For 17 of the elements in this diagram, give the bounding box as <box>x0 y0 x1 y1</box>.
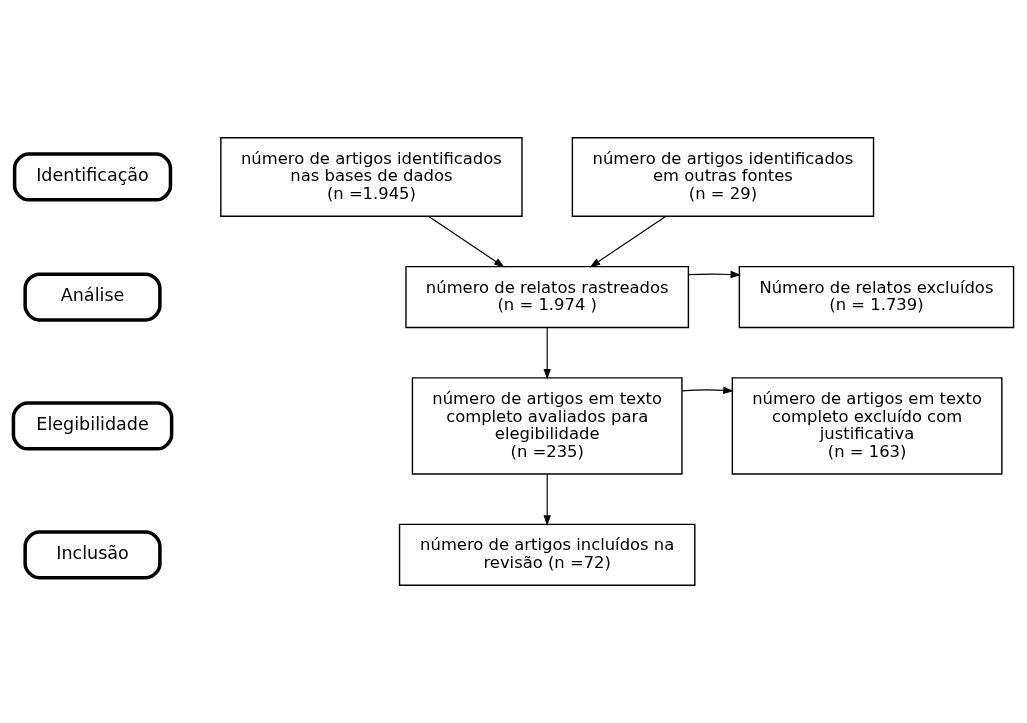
node-box: Inclusão <box>23 530 162 580</box>
arrow <box>688 270 742 279</box>
node-box: número de relatos rastreados (n = 1.974 ) <box>405 265 690 329</box>
node-box: Análise <box>23 272 162 322</box>
node-box: número de artigos em texto completo avaliados para elegibilidade (n =235) <box>411 377 683 475</box>
node-box: número de artigos em texto completo excluído com justificativa (n = 163) <box>731 377 1003 475</box>
node-box: número de artigos identificados nas bases de dados (n =1.945) <box>220 137 523 217</box>
arrow <box>589 215 667 268</box>
arrow <box>543 327 551 380</box>
arrow <box>681 386 734 394</box>
arrow <box>543 473 551 526</box>
node-box: número de artigos incluídos na revisão (n =72) <box>398 523 696 586</box>
node-box: número de artigos identificados em outras fontes (n = 29) <box>571 137 875 217</box>
arrow <box>427 215 505 268</box>
node-box: Número de relatos excluídos (n = 1.739) <box>738 265 1015 329</box>
node-box: Identificação <box>12 152 173 202</box>
node-box: Elegibilidade <box>11 401 174 451</box>
